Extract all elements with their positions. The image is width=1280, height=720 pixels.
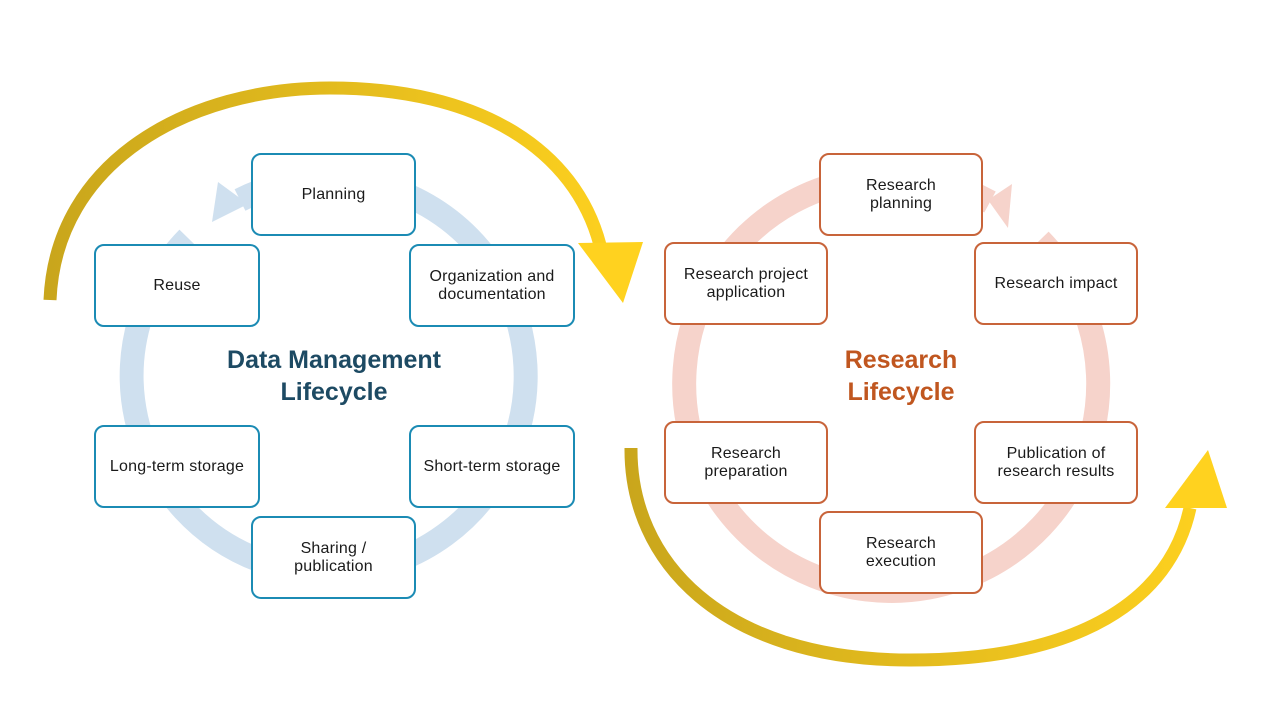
stage-reuse: Reuse	[94, 244, 260, 327]
stage-sharing-publication: Sharing / publication	[251, 516, 416, 599]
top-transition-arrow	[43, 81, 643, 303]
stage-short-term-storage: Short-term storage	[409, 425, 575, 508]
stage-research-preparation: Research preparation	[664, 421, 828, 504]
research-lifecycle-title: Research Lifecycle	[844, 346, 958, 406]
stage-organization-and-documentation: Organization and documentation	[409, 244, 575, 327]
stage-research-execution: Research execution	[819, 511, 983, 594]
data-management-lifecycle-title: Data Management Lifecycle	[227, 346, 441, 406]
data-management-cycle-ring	[119, 166, 538, 585]
stage-publication-of-research-results: Publication of research results	[974, 421, 1138, 504]
stage-long-term-storage: Long-term storage	[94, 425, 260, 508]
stage-research-project-application: Research project application	[664, 242, 828, 325]
stage-research-impact: Research impact	[974, 242, 1138, 325]
stage-research-planning: Research planning	[819, 153, 983, 236]
stage-planning: Planning	[251, 153, 416, 236]
bottom-transition-arrow	[624, 447, 1227, 667]
